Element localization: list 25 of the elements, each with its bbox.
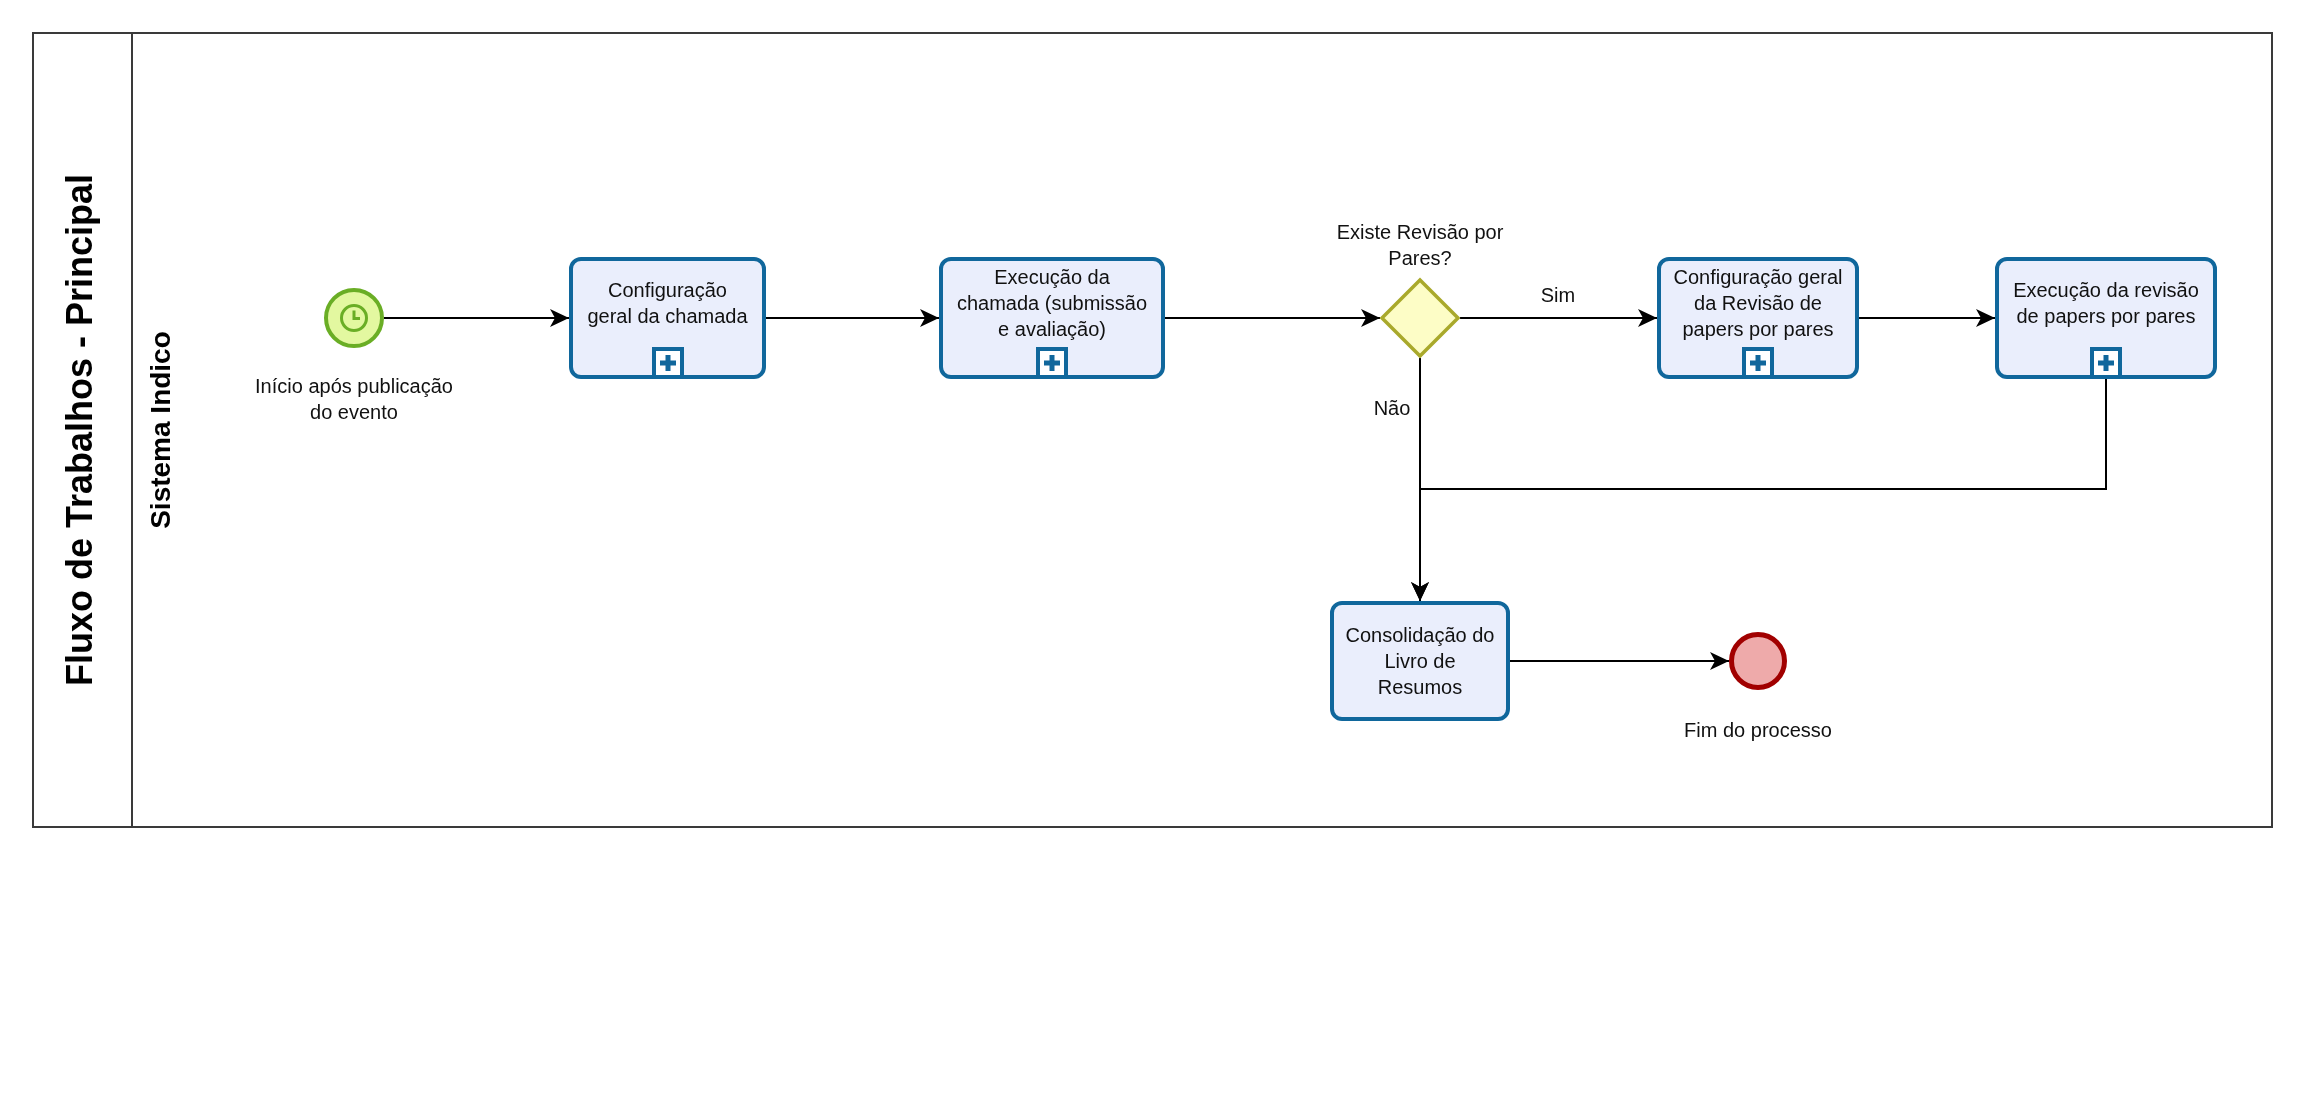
event-label: Início após publicação do evento: [254, 374, 454, 425]
start-event: [324, 288, 384, 348]
task-box: [1330, 601, 1510, 721]
subprocess-box: [1995, 257, 2217, 379]
subprocess-box: [569, 257, 766, 379]
arrow: [1411, 378, 2107, 602]
arrow: [1459, 309, 1658, 327]
task-label: Execução da chamada (submissão e avaliação): [955, 265, 1149, 342]
event-label: Fim do processo: [1684, 718, 1832, 743]
task-label: Consolidação do Livro de Resumos: [1344, 623, 1496, 700]
arrow: [1164, 309, 1381, 327]
end-event: [1729, 632, 1787, 690]
task-label: Configuração geral da chamada: [586, 278, 749, 329]
gateway-diamond: [1380, 278, 1460, 358]
lane-label: Sistema Indico: [145, 331, 177, 529]
task-label: Configuração geral da Revisão de papers por pares: [1672, 265, 1844, 342]
arrow: [1858, 309, 1996, 327]
gateway-label: Existe Revisão por Pares?: [1335, 220, 1505, 271]
arrow: [765, 309, 940, 327]
arrow: [383, 309, 570, 327]
task-label: Execução da revisão de papers por pares: [2012, 278, 2200, 329]
subprocess-box: [939, 257, 1165, 379]
arrow: [1509, 652, 1730, 670]
subprocess-box: [1657, 257, 1859, 379]
pool-label: Fluxo de Trabalhos - Principal: [59, 173, 101, 687]
